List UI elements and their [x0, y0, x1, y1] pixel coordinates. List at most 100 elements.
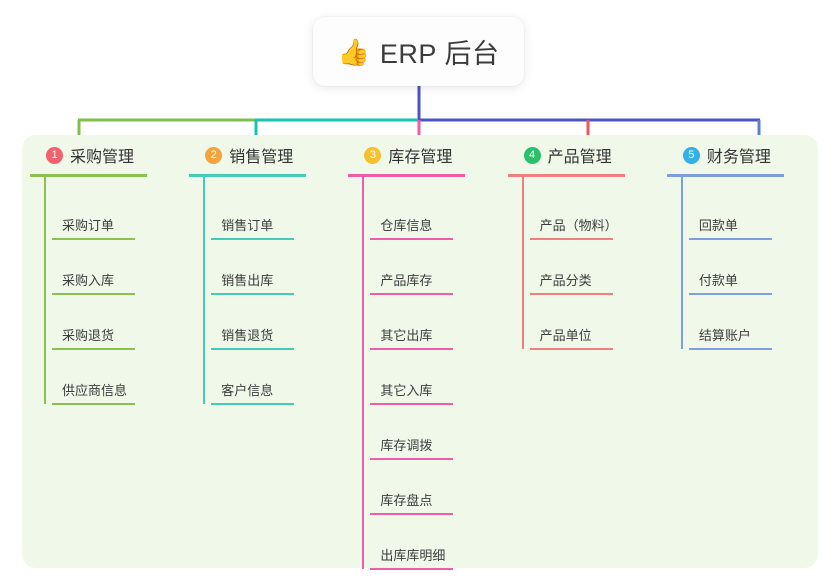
list-item[interactable]: 付款单 [667, 248, 818, 303]
item-rule [211, 348, 295, 350]
item-rule [370, 403, 454, 405]
item-label: 采购入库 [62, 273, 115, 288]
item-label: 采购退货 [62, 328, 115, 343]
connector-group [77, 86, 761, 140]
item-label: 其它出库 [380, 328, 433, 343]
item-rule [52, 238, 135, 240]
list-item[interactable]: 其它入库 [348, 358, 499, 413]
branch-header-1[interactable]: 1 采购管理 [30, 135, 181, 175]
list-item[interactable]: 库存盘点 [348, 468, 499, 523]
item-label: 销售退货 [221, 328, 274, 343]
branch-badge-2: 2 [205, 146, 223, 164]
item-rule [688, 238, 772, 240]
list-item[interactable]: 采购入库 [30, 248, 181, 303]
item-rule [370, 568, 454, 570]
item-label: 出库库明细 [380, 548, 446, 563]
list-item[interactable]: 销售退货 [189, 303, 340, 358]
branch-header-4[interactable]: 4 产品管理 [508, 135, 659, 175]
list-item[interactable]: 采购订单 [30, 193, 181, 248]
branch-badge-5: 5 [682, 146, 700, 164]
item-rule [211, 293, 295, 295]
branch-items-2: 销售订单 销售出库 销售退货 客户信息 [189, 175, 340, 413]
list-item[interactable]: 销售出库 [189, 248, 340, 303]
item-rule [688, 348, 772, 350]
item-rule [211, 403, 295, 405]
list-item[interactable]: 库存调拨 [348, 413, 499, 468]
branch-header-rule-1 [30, 174, 147, 177]
branch-spine-1 [44, 174, 46, 404]
branch-title-5: 财务管理 [706, 149, 771, 166]
list-item[interactable]: 出库库明细 [348, 523, 499, 578]
item-label: 销售订单 [221, 218, 274, 233]
item-label: 产品库存 [380, 273, 433, 288]
list-item[interactable]: 仓库信息 [348, 193, 499, 248]
branch-badge-4: 4 [523, 146, 541, 164]
list-item[interactable]: 产品单位 [508, 303, 659, 358]
item-label: 其它入库 [380, 383, 433, 398]
item-label: 结算账户 [698, 328, 751, 343]
list-item[interactable]: 结算账户 [667, 303, 818, 358]
item-rule [370, 293, 454, 295]
branch-header-rule-5 [666, 174, 784, 177]
item-rule [211, 238, 295, 240]
list-item[interactable]: 产品（物料） [508, 193, 659, 248]
thumbs-up-icon: 👍 [337, 36, 370, 67]
item-label: 供应商信息 [62, 383, 128, 398]
item-label: 产品（物料） [539, 218, 618, 233]
item-rule [370, 348, 454, 350]
item-rule [370, 513, 454, 515]
branch-header-2[interactable]: 2 销售管理 [189, 135, 340, 175]
list-item[interactable]: 回款单 [667, 193, 818, 248]
branch-column-1: 1 采购管理 采购订单 采购入库 采购退货 供应商信息 [22, 135, 181, 568]
item-label: 客户信息 [221, 383, 274, 398]
branch-title-1: 采购管理 [70, 149, 135, 166]
branch-header-rule-3 [348, 174, 466, 177]
branch-items-1: 采购订单 采购入库 采购退货 供应商信息 [30, 175, 181, 413]
branch-title-4: 产品管理 [547, 149, 612, 166]
branch-column-4: 4 产品管理 产品（物料） 产品分类 产品单位 [500, 135, 659, 568]
root-title: ERP 后台 [379, 39, 500, 69]
branch-items-4: 产品（物料） 产品分类 产品单位 [508, 175, 659, 358]
item-label: 采购订单 [62, 218, 115, 233]
item-label: 产品分类 [539, 273, 592, 288]
branch-header-3[interactable]: 3 库存管理 [348, 135, 499, 175]
item-rule [529, 348, 613, 350]
branch-spine-5 [680, 174, 683, 349]
branch-items-5: 回款单 付款单 结算账户 [667, 175, 818, 358]
item-rule [52, 293, 135, 295]
item-label: 仓库信息 [380, 218, 433, 233]
list-item[interactable]: 供应商信息 [30, 358, 181, 413]
branch-header-5[interactable]: 5 财务管理 [667, 135, 818, 175]
branch-columns: 1 采购管理 采购订单 采购入库 采购退货 供应商信息 [22, 135, 818, 570]
item-rule [529, 293, 613, 295]
item-rule [52, 403, 135, 405]
list-item[interactable]: 销售订单 [189, 193, 340, 248]
branch-column-5: 5 财务管理 回款单 付款单 结算账户 [659, 135, 818, 568]
branches-panel [22, 135, 818, 568]
item-label: 销售出库 [221, 273, 274, 288]
branch-badge-3: 3 [364, 146, 382, 164]
item-rule [688, 293, 772, 295]
item-rule [370, 458, 454, 460]
item-rule [529, 238, 613, 240]
list-item[interactable]: 客户信息 [189, 358, 340, 413]
item-label: 库存调拨 [380, 438, 433, 453]
item-label: 产品单位 [539, 328, 592, 343]
branch-title-3: 库存管理 [388, 149, 453, 166]
root-node[interactable]: 👍 ERP 后台 [313, 17, 524, 86]
branch-spine-3 [362, 174, 365, 569]
branch-header-rule-4 [507, 174, 625, 177]
branch-title-2: 销售管理 [229, 149, 294, 166]
item-rule [370, 238, 454, 240]
list-item[interactable]: 产品库存 [348, 248, 499, 303]
item-label: 付款单 [698, 273, 738, 288]
list-item[interactable]: 产品分类 [508, 248, 659, 303]
branch-badge-1: 1 [46, 146, 63, 164]
item-rule [52, 348, 135, 350]
branch-spine-2 [203, 174, 206, 404]
branch-spine-4 [521, 174, 524, 349]
list-item[interactable]: 采购退货 [30, 303, 181, 358]
list-item[interactable]: 其它出库 [348, 303, 499, 358]
branch-header-rule-2 [189, 174, 307, 177]
